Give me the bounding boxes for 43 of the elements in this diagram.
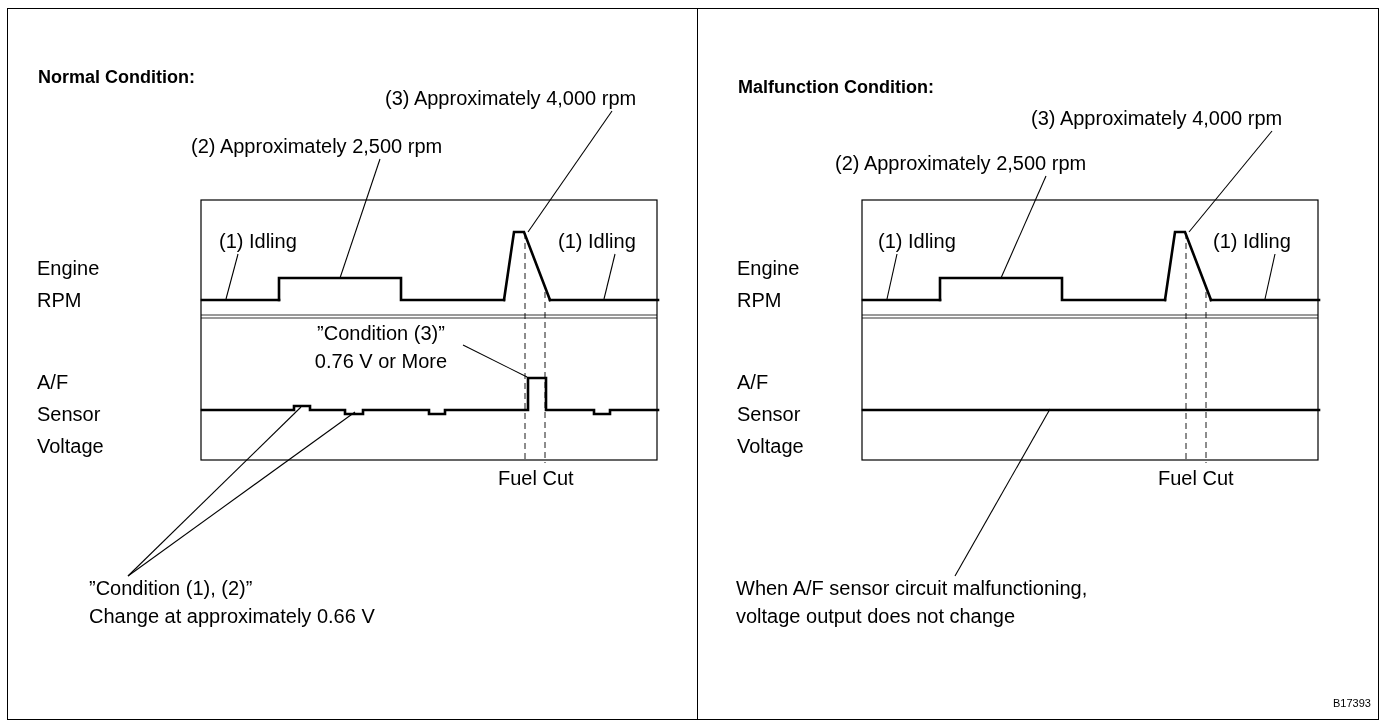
leader-line [1188, 130, 1273, 233]
axis-label: Engine RPM [37, 256, 101, 313]
leader-line [886, 253, 898, 300]
rpm-peak [502, 230, 552, 303]
callout-text: (1) Idling [878, 227, 956, 255]
figure-code: B17393 [1333, 696, 1371, 710]
axis-label: Engine RPM [737, 256, 801, 313]
panel-heading: Malfunction Condition: [738, 76, 934, 99]
rpm-peak [1163, 230, 1213, 303]
panel-heading: Normal Condition: [38, 66, 195, 89]
leader-line [127, 411, 356, 577]
callout-text: (3) Approximately 4,000 rpm [385, 84, 637, 112]
callout-text: ”Condition (1), (2)” Change at approximately 0.66 V [89, 574, 375, 630]
leader-line [1000, 175, 1047, 279]
axis-label: A/F Sensor Voltage [37, 370, 105, 459]
axis-label: Fuel Cut [498, 466, 574, 490]
rpm-waveform-segment [1209, 297, 1321, 303]
leader-line [954, 408, 1051, 577]
callout-text: (3) Approximately 4,000 rpm [1031, 104, 1283, 132]
panel [7, 8, 698, 720]
leader-line [339, 158, 381, 279]
callout-text: When A/F sensor circuit malfunctioning, voltage output does not change [736, 574, 1136, 630]
rpm-waveform-segment [938, 276, 1167, 303]
rpm-waveform-segment [277, 276, 506, 303]
voltage-waveform [861, 407, 1321, 413]
voltage-waveform [200, 375, 660, 417]
leader-line [462, 344, 528, 378]
leader-line [527, 110, 613, 233]
callout-text: (1) Idling [219, 227, 297, 255]
leader-line [1264, 253, 1276, 300]
rpm-waveform-segment [548, 297, 660, 303]
callout-text: (2) Approximately 2,500 rpm [835, 149, 1087, 177]
panel [697, 8, 1379, 720]
rpm-waveform-segment [861, 297, 942, 303]
rpm-waveform-segment [200, 297, 281, 303]
callout-text: ”Condition (3)” 0.76 V or More [301, 319, 461, 375]
callout-text: (2) Approximately 2,500 rpm [191, 132, 443, 160]
axis-label: Fuel Cut [1158, 466, 1234, 490]
leader-line [603, 253, 616, 300]
callout-text: (1) Idling [1213, 227, 1291, 255]
callout-text: (1) Idling [558, 227, 636, 255]
leader-line [225, 253, 239, 300]
axis-label: A/F Sensor Voltage [737, 370, 805, 459]
